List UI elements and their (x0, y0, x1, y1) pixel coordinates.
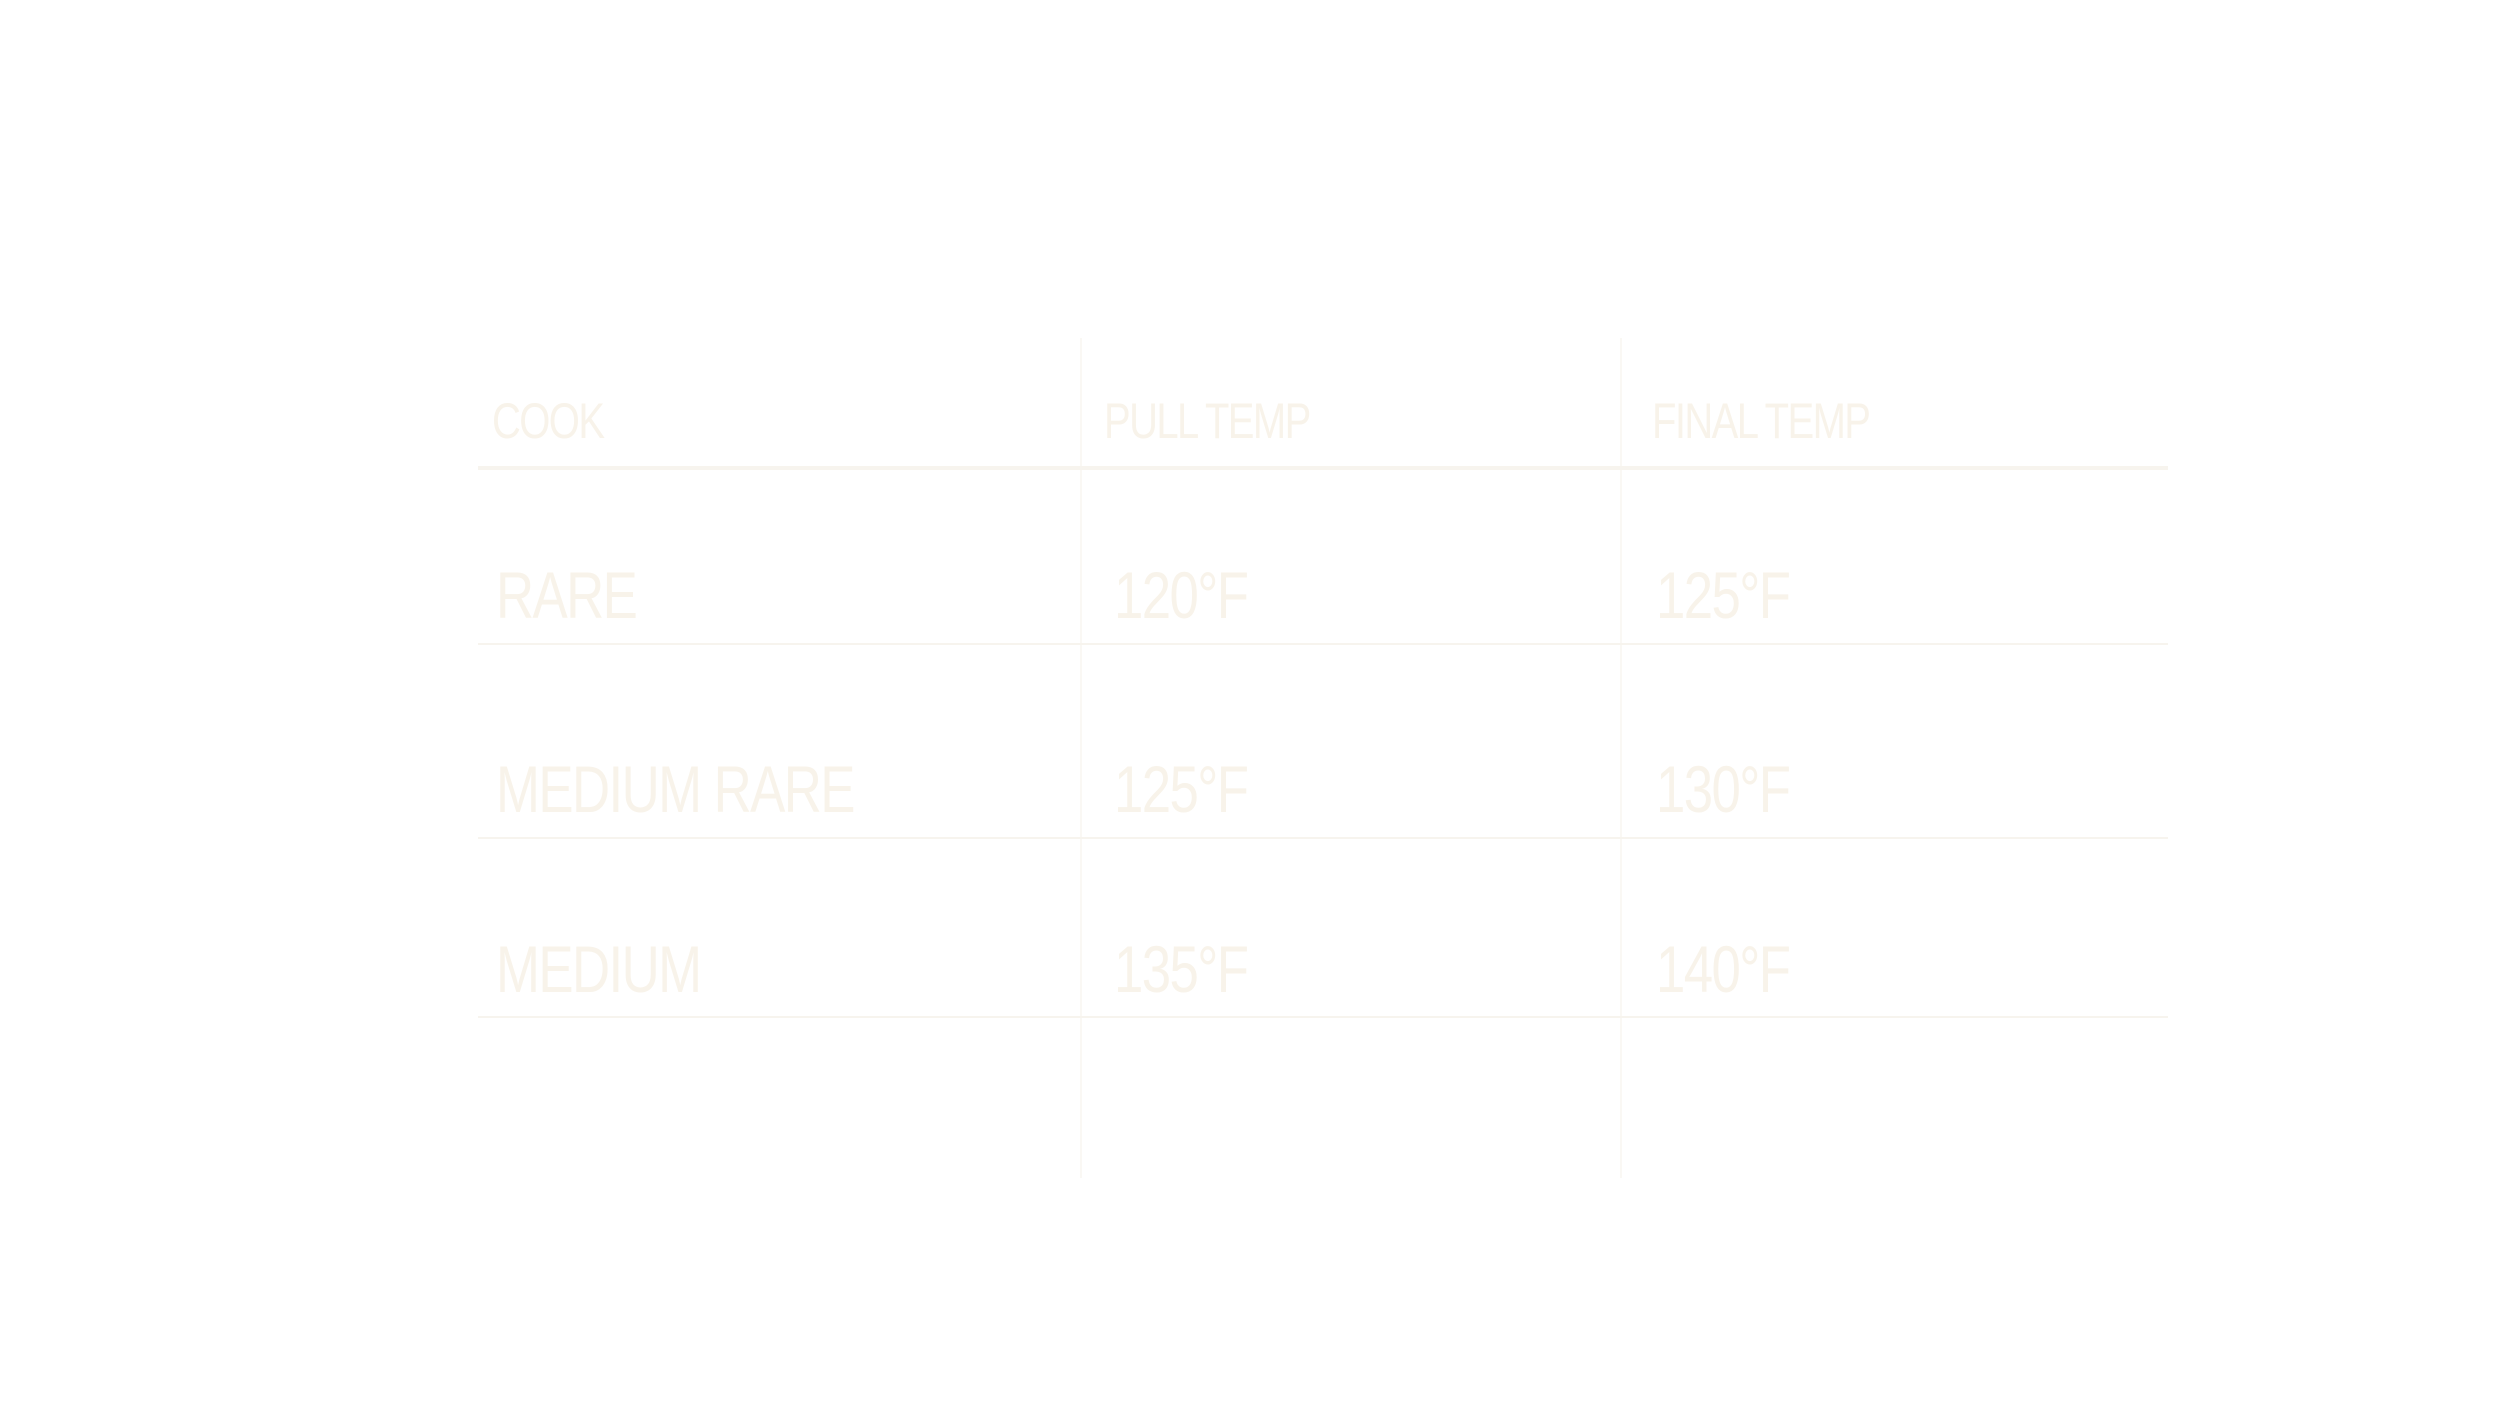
row-medium-pull-temp: 135°F (1114, 932, 1249, 1006)
row-rare-cook: RARE (496, 558, 638, 632)
row-medium-cook: MEDIUM (496, 932, 702, 1006)
header-cook: COOK (492, 393, 605, 449)
row-medium-rare-pull-temp: 125°F (1114, 752, 1249, 826)
row-medium-rare-cook: MEDIUM RARE (496, 752, 855, 826)
column-divider-1 (1080, 338, 1082, 1178)
row-medium-rare-final-temp: 130°F (1656, 752, 1791, 826)
header-pull-temp: PULL TEMP (1104, 393, 1311, 449)
row-medium-final-temp: 140°F (1656, 932, 1791, 1006)
header-final-temp: FINAL TEMP (1652, 393, 1871, 449)
header-rule (478, 466, 2168, 470)
column-divider-2 (1620, 338, 1622, 1178)
row-rule-2 (478, 837, 2168, 839)
row-rule-3 (478, 1016, 2168, 1018)
row-rare-pull-temp: 120°F (1114, 558, 1249, 632)
row-rule-1 (478, 643, 2168, 645)
row-rare-final-temp: 125°F (1656, 558, 1791, 632)
